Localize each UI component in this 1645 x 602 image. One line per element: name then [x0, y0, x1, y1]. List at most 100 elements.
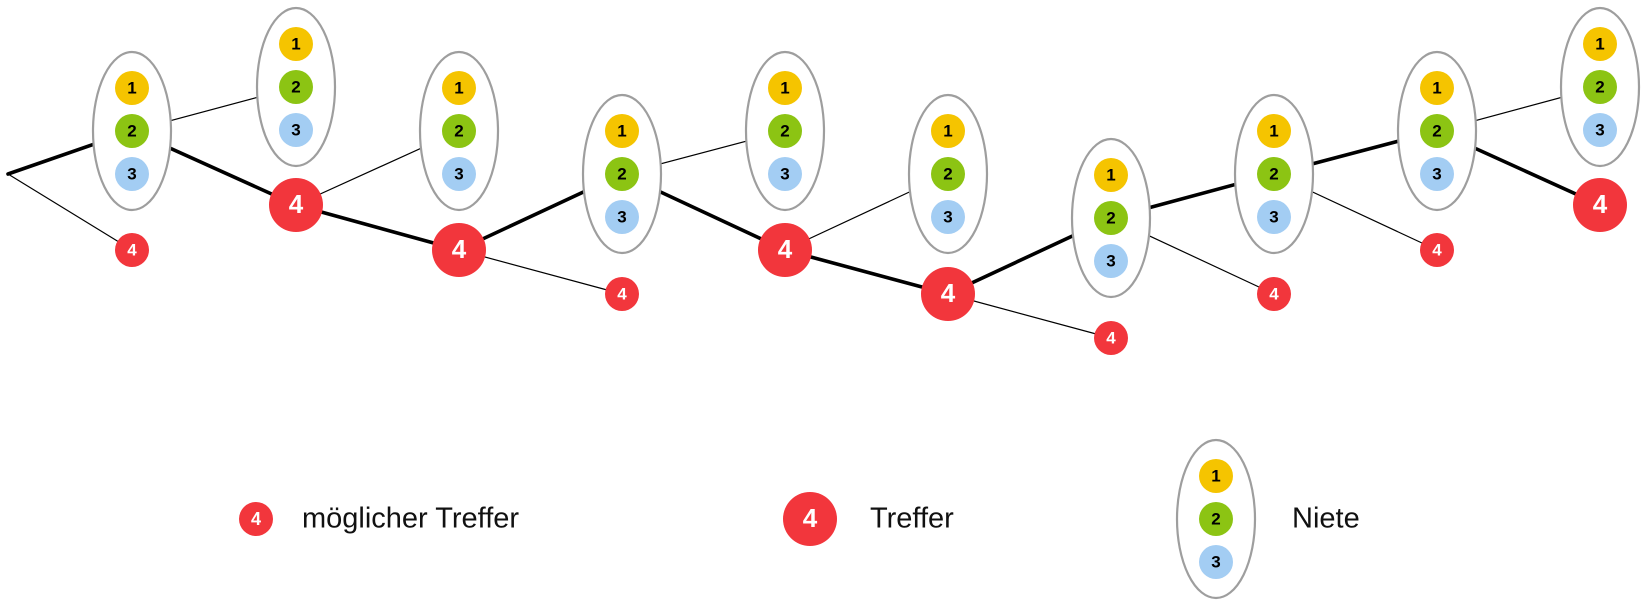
blank-group-9-ball-1-circle: [1420, 71, 1454, 105]
blank-group-4: 1 2 3: [581, 93, 663, 255]
legend-possible-hit-ball-number: 4: [251, 509, 261, 529]
blank-group-1-ball-2: 2: [115, 114, 149, 148]
blank-group-8: 1 2 3: [1233, 93, 1315, 255]
hit-ball-10-number: 4: [1593, 189, 1608, 219]
possible-hit-ball-4: 4: [605, 277, 639, 311]
blank-group-3-ball-1-circle: [442, 71, 476, 105]
hit-ball-10-circle: [1573, 178, 1627, 232]
blank-group-6: 1 2 3: [907, 93, 989, 255]
legend-blank-group-ball-3: 3: [1199, 545, 1233, 579]
hit-ball-3: 4: [432, 223, 486, 277]
blank-group-10-ball-2-circle: [1583, 70, 1617, 104]
blank-group-5-ball-1-number: 1: [780, 78, 789, 97]
blank-group-1-ball-3-circle: [115, 157, 149, 191]
branch-line-4: [458, 249, 623, 295]
possible-hit-ball-7: 4: [1094, 321, 1128, 355]
blank-group-4-ball-2-number: 2: [617, 164, 626, 183]
blank-group-6-ball-3: 3: [931, 200, 965, 234]
blank-group-2: 123: [255, 6, 337, 168]
blank-group-8-ball-3-circle: [1257, 200, 1291, 234]
possible-hit-ball-8-number: 4: [1269, 284, 1279, 303]
blank-group-8-ball-2-circle: [1257, 157, 1291, 191]
blank-group-1-ball-3-number: 3: [127, 164, 136, 183]
legend-hit-ball-number: 4: [803, 503, 818, 533]
hit-ball-5: 4: [758, 223, 812, 277]
blank-group-4-ball-1-number: 1: [617, 121, 626, 140]
blank-group-7-ball-2-circle: [1094, 201, 1128, 235]
blank-group-2-ball-1-circle: [279, 27, 313, 61]
blank-group-4-ball-2: 2: [605, 157, 639, 191]
hit-ball-5-circle: [758, 223, 812, 277]
legend-hit: 4 Treffer: [783, 492, 954, 546]
blank-group-3-ball-1-number: 1: [454, 78, 463, 97]
hit-ball-6-circle: [921, 267, 975, 321]
blank-group-3-ball-2-circle: [442, 114, 476, 148]
blank-group-4-ball-3-number: 3: [617, 207, 626, 226]
legend-possible-hit: 4 möglicher Treffer: [239, 502, 519, 536]
blank-group-3-ball-2-number: 2: [454, 121, 463, 140]
blank-group-4-ball-1: 1: [605, 114, 639, 148]
legend-blank-group: 1 2 3: [1175, 438, 1257, 600]
possible-hit-ball-4-number: 4: [617, 284, 627, 303]
blank-group-4-ball-3: 3: [605, 200, 639, 234]
hit-ball-2-circle: [269, 178, 323, 232]
blank-group-10-ball-3-number: 3: [1595, 120, 1604, 139]
branch-line-1: [7, 173, 133, 251]
possible-hit-ball-4-circle: [605, 277, 639, 311]
hit-ball-10: 4: [1573, 178, 1627, 232]
hit-ball-3-number: 4: [452, 234, 467, 264]
hit-ball-6-number: 4: [941, 278, 956, 308]
blank-group-5-ball-1-circle: [768, 71, 802, 105]
blank-group-8-ball-1: 1: [1257, 114, 1291, 148]
blank-group-2-ball-1-number: 1: [291, 34, 300, 53]
blank-group-1-ball-2-circle: [115, 114, 149, 148]
legend-blank-label: Niete: [1292, 503, 1360, 535]
blank-group-10-ball-3-circle: [1583, 113, 1617, 147]
blank-group-7-ball-1-circle: [1094, 158, 1128, 192]
blank-group-7-ball-1-number: 1: [1106, 165, 1115, 184]
blank-group-10-ball-1: 1: [1583, 27, 1617, 61]
blank-group-6-ball-2: 2: [931, 157, 965, 191]
blank-group-3-ball-3-number: 3: [454, 164, 463, 183]
blank-group-2-ball-3: 3: [279, 113, 313, 147]
blank-group-7-ball-3-number: 3: [1106, 251, 1115, 270]
blank-group-4-ball-1-circle: [605, 114, 639, 148]
possible-hit-ball-8-circle: [1257, 277, 1291, 311]
legend-blank-group-ball-1: 1: [1199, 459, 1233, 493]
legend-blank-group-ball-2: 2: [1199, 502, 1233, 536]
blank-group-3-ball-1: 1: [442, 71, 476, 105]
blank-group-6-ball-2-circle: [931, 157, 965, 191]
blank-group-8-ball-3: 3: [1257, 200, 1291, 234]
blank-group-1-ball-1-circle: [115, 71, 149, 105]
blank-group-10-ball-3: 3: [1583, 113, 1617, 147]
blank-group-1: 1 2 3: [91, 50, 173, 212]
blank-group-2-ball-2-circle: [279, 70, 313, 104]
blank-group-8-ball-1-circle: [1257, 114, 1291, 148]
blank-group-6-ball-3-number: 3: [943, 207, 952, 226]
blank-group-1-ball-3: 3: [115, 157, 149, 191]
blank-group-7-ball-3: 3: [1094, 244, 1128, 278]
blank-group-6-ball-1: 1: [931, 114, 965, 148]
blank-group-10: 123: [1559, 6, 1641, 168]
blank-group-9: 123: [1396, 50, 1478, 212]
legend-blank-group-ball-3-number: 3: [1211, 552, 1220, 571]
hit-ball-6: 4: [921, 267, 975, 321]
legend-possible-hit-label: möglicher Treffer: [302, 503, 519, 535]
possible-hit-ball-7-circle: [1094, 321, 1128, 355]
legend-blank-group-ball-2-number: 2: [1211, 509, 1220, 528]
path-line-6: [783, 248, 950, 296]
blank-group-6-ball-2-number: 2: [943, 164, 952, 183]
blank-group-3: 1 2 3: [418, 50, 500, 212]
blank-group-1-ball-1: 1: [115, 71, 149, 105]
branch-line-7: [947, 293, 1112, 339]
hit-ball-2-number: 4: [289, 189, 304, 219]
hit-ball-2: 4: [269, 178, 323, 232]
blank-group-4-ball-3-circle: [605, 200, 639, 234]
blank-group-8-ball-3-number: 3: [1269, 207, 1278, 226]
legend-possible-hit-ball: [239, 502, 273, 536]
blank-group-2-ball-3-number: 3: [291, 120, 300, 139]
blank-group-2-ball-1: 1: [279, 27, 313, 61]
blank-group-8-ball-2-number: 2: [1269, 164, 1278, 183]
blank-group-9-ball-3-circle: [1420, 157, 1454, 191]
